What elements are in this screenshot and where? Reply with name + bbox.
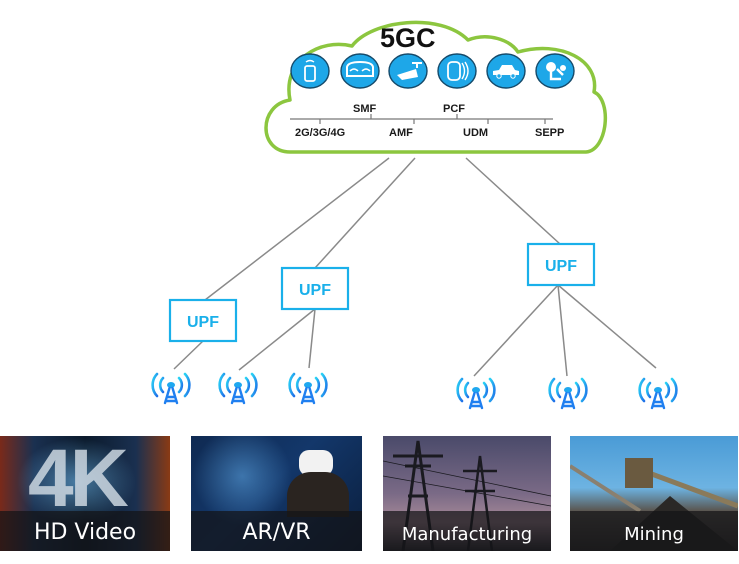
antenna-tower-icon — [548, 377, 588, 410]
links — [173, 157, 657, 377]
antenna-tower-icon — [151, 372, 191, 405]
wearable-glasses-icon — [437, 53, 477, 89]
nf-sepp: SEPP — [535, 127, 564, 139]
use-case-label: Mining — [624, 524, 684, 545]
core-title: 5GC — [380, 23, 436, 53]
use-case-ar-vr: AR/VR — [191, 436, 362, 551]
upf-label: UPF — [187, 314, 219, 331]
antenna-tower-icon — [288, 372, 328, 405]
service-icons — [290, 53, 575, 89]
use-case-manufacturing: Manufacturing — [383, 436, 551, 551]
nf-amf: AMF — [389, 127, 413, 139]
car-icon — [486, 53, 526, 89]
upf-node: UPF — [280, 266, 350, 311]
vr-headset-icon — [340, 53, 380, 89]
link-core-upf3 — [465, 157, 561, 245]
link-upf1-bs1 — [173, 340, 204, 370]
use-case-label: AR/VR — [242, 520, 311, 545]
link-upf2-bs2 — [238, 308, 316, 371]
link-upf3-bs5 — [557, 284, 568, 377]
function-bus: SMF PCF 2G/3G/4G AMF UDM SEPP — [290, 103, 564, 139]
smartphone-icon — [290, 53, 330, 89]
4k-overlay: 4K — [28, 436, 129, 524]
vr-user-figure — [299, 450, 333, 476]
upf-label: UPF — [545, 258, 577, 275]
link-core-upf1 — [204, 157, 390, 301]
use-case-hd-video: 4K HD Video — [0, 436, 170, 551]
link-core-upf2 — [314, 157, 416, 269]
link-upf3-bs4 — [473, 284, 559, 377]
upf-node: UPF — [526, 242, 596, 287]
use-case-label: Manufacturing — [401, 524, 533, 545]
antenna-tower-icon — [638, 377, 678, 410]
core-cloud — [264, 20, 608, 154]
nf-legacy: 2G/3G/4G — [295, 127, 345, 139]
antenna-tower-icon — [456, 377, 496, 410]
robot-arm-icon — [535, 53, 575, 89]
antenna-tower-icon — [218, 372, 258, 405]
use-case-label: HD Video — [33, 520, 137, 545]
link-upf3-bs6 — [557, 284, 657, 369]
upf-node: UPF — [168, 298, 238, 343]
nf-udm: UDM — [463, 127, 488, 139]
use-case-mining: Mining — [570, 436, 738, 551]
drone-icon — [388, 53, 428, 89]
network-diagram: 5GC — [151, 20, 678, 410]
upf-label: UPF — [299, 282, 331, 299]
nf-pcf: PCF — [443, 103, 465, 115]
link-upf2-bs3 — [308, 308, 316, 369]
nf-smf: SMF — [353, 103, 377, 115]
